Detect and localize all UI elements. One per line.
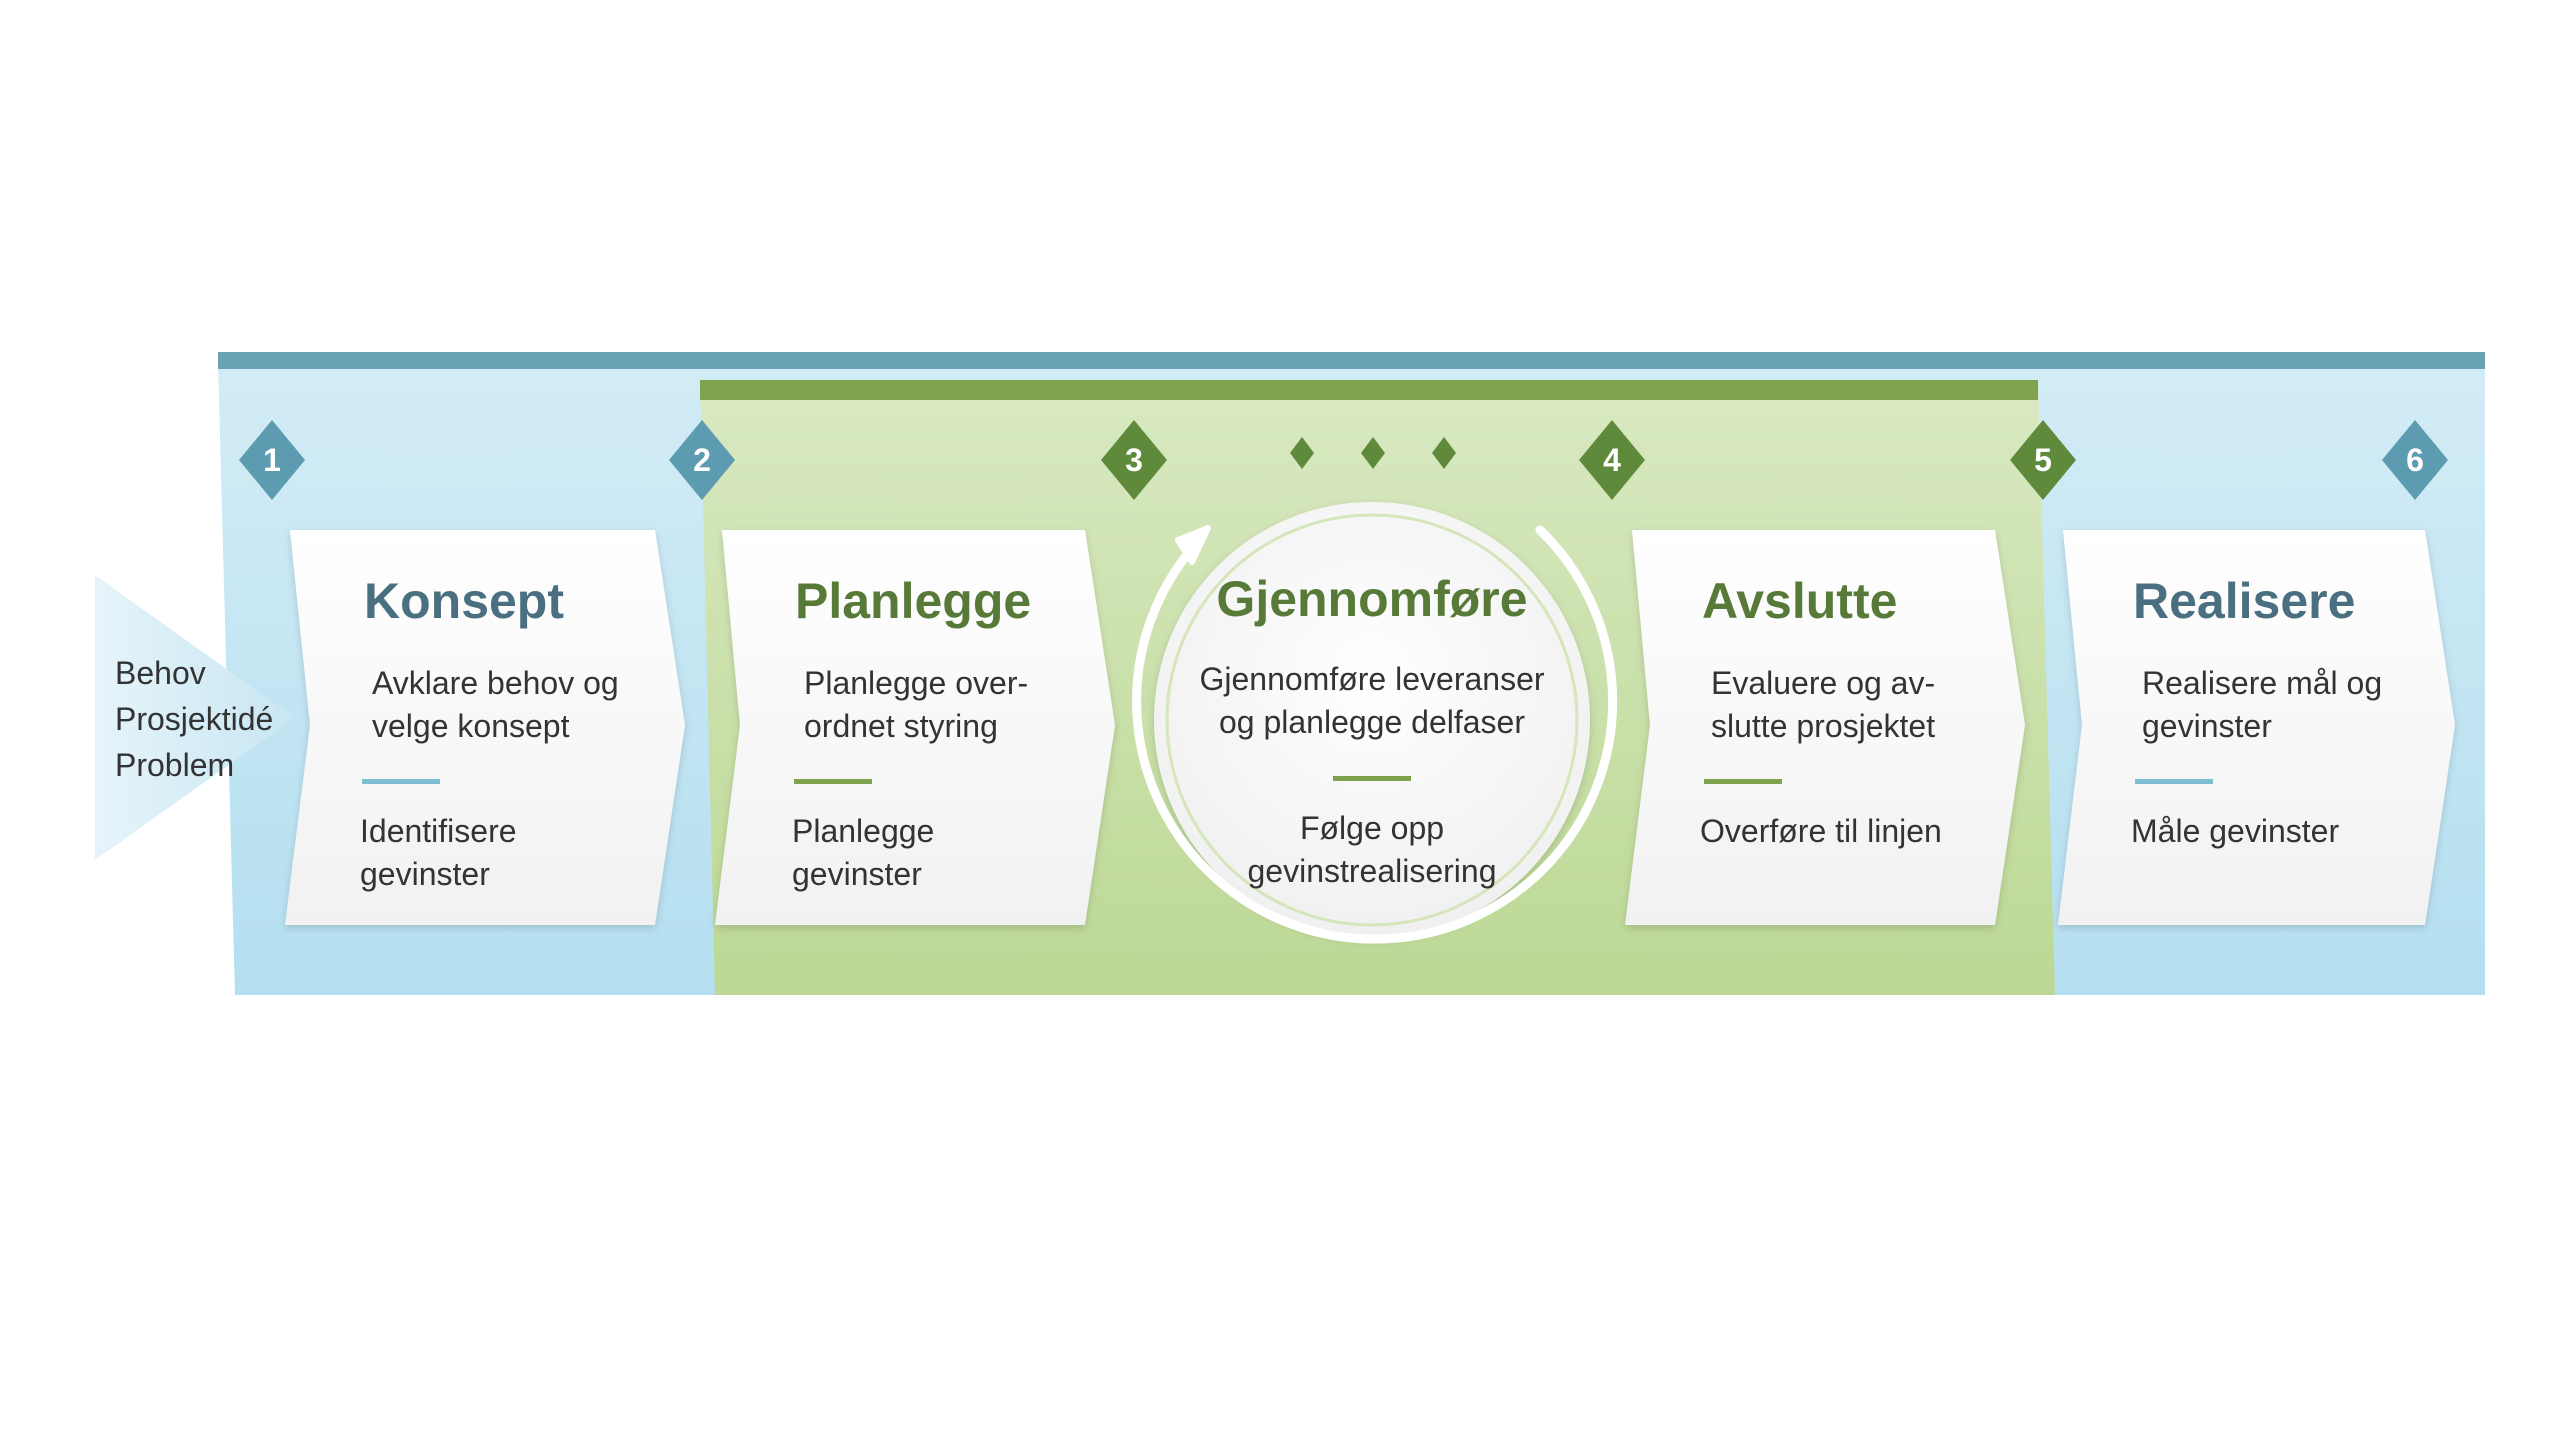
sub-milestone-diamond [1432, 437, 1456, 469]
milestone-number-1: 1 [263, 442, 281, 478]
separator-realisere [2135, 779, 2213, 784]
phase-title-planlegge: Planlegge [795, 573, 1032, 629]
phase-description-realisere: Realisere mål og gevinster [2142, 665, 2383, 744]
entry-line-behov: Behov [115, 655, 206, 691]
sub-milestone-diamond [1290, 437, 1314, 469]
card-realisere [2058, 530, 2455, 925]
phase-title-gjennomfore: Gjennomføre [1216, 571, 1528, 627]
entry-arrow [95, 575, 295, 860]
phase-description-planlegge: Planlegge over-ordnet styring [804, 665, 1029, 744]
phase-title-avslutte: Avslutte [1702, 573, 1898, 629]
card-konsept [285, 530, 685, 925]
phase-benefit-avslutte: Overføre til linjen [1700, 813, 1942, 849]
top-bar [218, 352, 2485, 369]
entry-line-prosjektide: Prosjektidé [115, 701, 274, 737]
milestone-diamond-3 [1101, 420, 1167, 500]
sub-milestone-diamond [1361, 437, 1385, 469]
milestone-number-5: 5 [2034, 442, 2052, 478]
milestone-diamond-5 [2010, 420, 2076, 500]
milestone-number-2: 2 [693, 442, 711, 478]
milestone-diamond-6 [2382, 420, 2448, 500]
milestone-number-4: 4 [1603, 442, 1621, 478]
card-avslutte [1625, 530, 2025, 925]
entry-line-problem: Problem [115, 747, 235, 783]
phase-benefit-gjennomfore: Følge opp gevinstrealisering [1247, 810, 1497, 889]
phase-description-gjennomfore: Gjennomføre leveranser og planlegge delf… [1199, 661, 1545, 740]
separator-gjennomfore [1333, 776, 1411, 781]
green-bar [700, 380, 2038, 400]
entry-text: Behov Prosjektidé Problem [115, 650, 273, 788]
milestone-number-3: 3 [1125, 442, 1143, 478]
cycle-arrow-icon [1132, 525, 1618, 944]
cycle-arrowhead-icon [1175, 525, 1211, 565]
milestone-diamond-1 [239, 420, 305, 500]
milestone-number-6: 6 [2406, 442, 2424, 478]
phase-description-konsept: Avklare behov og velge konsept [372, 665, 619, 744]
phase-benefit-planlegge: Planlegge gevinster [792, 813, 935, 892]
phase-benefit-konsept: Identifisere gevinster [360, 813, 517, 892]
phase-title-realisere: Realisere [2133, 573, 2356, 629]
center-circle-ring [1165, 513, 1579, 927]
milestone-diamond-2 [669, 420, 735, 500]
card-planlegge [715, 530, 1115, 925]
phase-title-konsept: Konsept [364, 573, 564, 629]
phase-benefit-realisere: Måle gevinster [2131, 813, 2340, 849]
milestone-diamond-4 [1579, 420, 1645, 500]
separator-planlegge [794, 779, 872, 784]
separator-konsept [362, 779, 440, 784]
separator-avslutte [1704, 779, 1782, 784]
phase-description-avslutte: Evaluere og av-slutte prosjektet [1711, 665, 1936, 744]
center-circle [1154, 502, 1590, 938]
